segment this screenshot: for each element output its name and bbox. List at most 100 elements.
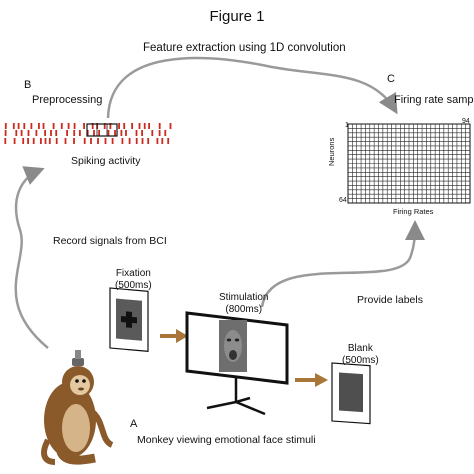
panel-c-letter: C xyxy=(387,73,395,85)
spiking-activity-label: Spiking activity xyxy=(71,155,141,167)
spike-tick xyxy=(125,130,127,136)
blank-label: Blank (500ms) xyxy=(342,343,379,367)
grid-y-label: Neurons xyxy=(327,137,336,166)
spike-tick xyxy=(148,123,150,129)
panel-b-letter: B xyxy=(24,79,32,91)
spike-tick xyxy=(20,130,23,136)
spike-tick xyxy=(17,123,20,129)
spike-tick xyxy=(40,138,42,144)
spike-tick xyxy=(67,123,70,129)
spike-tick xyxy=(141,130,143,136)
spike-tick xyxy=(135,130,138,136)
spike-tick xyxy=(104,138,107,144)
spike-tick xyxy=(44,130,46,136)
fixation-to-stimulation-arrow xyxy=(160,329,188,343)
spike-tick xyxy=(52,123,55,129)
grid-tick-top-left: 1 xyxy=(345,122,349,129)
firing-rate-grid xyxy=(347,123,471,204)
spike-tick xyxy=(73,130,76,136)
spike-tick xyxy=(27,138,29,144)
blank-title: Blank xyxy=(347,343,373,354)
record-signals-label: Record signals from BCI xyxy=(53,235,167,247)
spike-tick xyxy=(103,123,106,129)
spike-tick xyxy=(4,123,7,129)
spike-tick xyxy=(156,138,159,144)
spike-tick xyxy=(4,130,7,136)
spike-tick xyxy=(4,138,7,144)
stimulation-monitor xyxy=(185,311,289,416)
spike-tick xyxy=(138,123,141,129)
spike-tick xyxy=(167,138,170,144)
spike-tick xyxy=(30,123,33,129)
spike-tick xyxy=(90,138,92,144)
spike-tick xyxy=(22,138,25,144)
spike-tick xyxy=(123,123,126,129)
spike-tick xyxy=(107,130,110,136)
spike-tick xyxy=(44,138,47,144)
spike-tick xyxy=(12,123,15,129)
fixation-duration: (500ms) xyxy=(115,280,152,291)
spike-tick xyxy=(147,138,150,144)
spike-tick xyxy=(91,123,94,129)
spike-tick xyxy=(131,123,133,129)
spike-tick xyxy=(64,138,67,144)
spike-tick xyxy=(114,130,116,136)
spike-tick xyxy=(55,130,58,136)
preprocessing-label: Preprocessing xyxy=(32,94,103,106)
convolution-window xyxy=(86,123,118,137)
spike-tick xyxy=(73,138,75,144)
provide-labels-label: Provide labels xyxy=(357,294,423,306)
spike-tick xyxy=(158,130,161,136)
fixation-label: Fixation (500ms) xyxy=(115,268,152,292)
spike-tick xyxy=(120,130,123,136)
stimulation-to-blank-arrow xyxy=(295,373,328,387)
stimulation-duration: (800ms) xyxy=(225,304,263,315)
spike-tick xyxy=(141,138,144,144)
spike-tick xyxy=(79,130,81,136)
spike-tick xyxy=(13,138,16,144)
spike-tick xyxy=(164,130,167,136)
stimulation-title: Stimulation xyxy=(219,292,269,303)
spike-tick xyxy=(86,130,89,136)
spike-raster xyxy=(4,123,172,144)
spike-tick xyxy=(42,123,45,129)
blank-card xyxy=(331,362,371,425)
spike-tick xyxy=(143,123,146,129)
spike-tick xyxy=(73,123,76,129)
spike-tick xyxy=(60,123,63,129)
fixation-card xyxy=(109,287,149,352)
spike-tick xyxy=(121,138,124,144)
provide-labels-arrow xyxy=(260,220,425,308)
spike-tick xyxy=(27,130,30,136)
spike-tick xyxy=(118,123,120,129)
spike-tick xyxy=(93,130,95,136)
record-signals-arrow xyxy=(14,166,49,349)
monkey-illustration xyxy=(41,350,114,465)
feature-extraction-arrow xyxy=(106,56,398,119)
spike-tick xyxy=(135,138,138,144)
grid-x-label: Firing Rates xyxy=(393,207,434,216)
fixation-title: Fixation xyxy=(115,268,151,279)
grid-tick-top-right: 94 xyxy=(462,118,470,125)
monkey-viewing-caption: Monkey viewing emotional face stimuli xyxy=(137,434,316,446)
spike-tick xyxy=(97,138,99,144)
spike-tick xyxy=(15,130,18,136)
spike-tick xyxy=(98,130,100,136)
spike-tick xyxy=(109,123,112,129)
spike-tick xyxy=(128,138,131,144)
panel-a-letter: A xyxy=(130,418,138,430)
firing-rate-samples-label: Firing rate samples xyxy=(394,94,474,106)
spike-tick xyxy=(161,138,164,144)
feature-extraction-label: Feature extraction using 1D convolution xyxy=(143,42,346,54)
spike-tick xyxy=(83,138,86,144)
spike-tick xyxy=(50,130,52,136)
spike-tick xyxy=(23,123,26,129)
spike-tick xyxy=(83,123,85,129)
spike-tick xyxy=(169,123,172,129)
spike-tick xyxy=(66,130,68,136)
spike-tick xyxy=(55,138,58,144)
stimulation-label: Stimulation (800ms) xyxy=(219,292,268,316)
grid-tick-bottom-left: 64 xyxy=(339,197,347,204)
spike-tick xyxy=(32,138,35,144)
